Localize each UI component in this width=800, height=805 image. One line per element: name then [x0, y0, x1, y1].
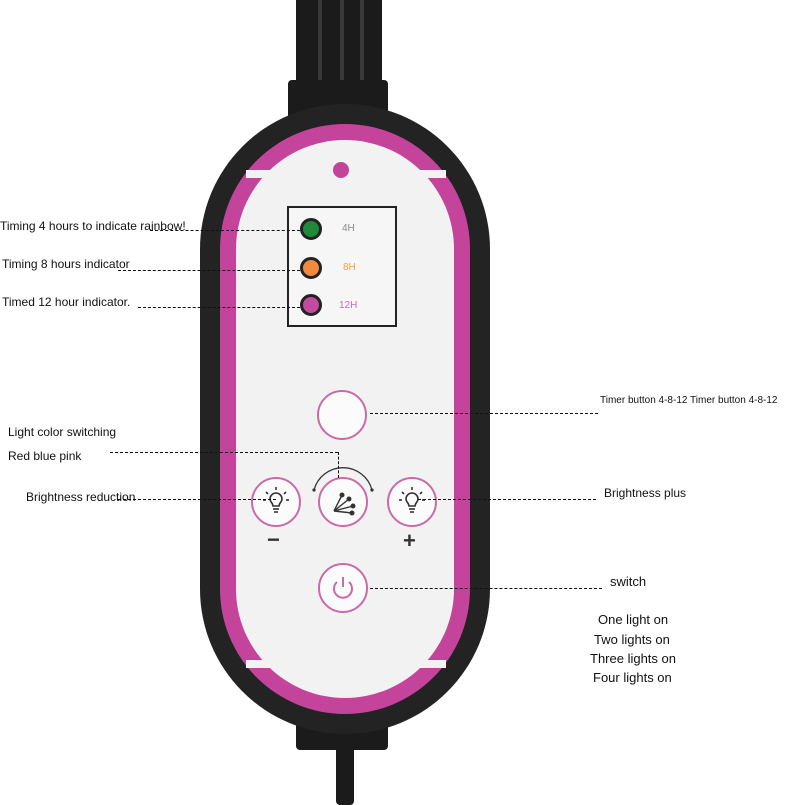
- status-dot: [333, 162, 349, 178]
- brightness-plus-button[interactable]: [387, 477, 437, 527]
- label-4h: 4H: [342, 223, 355, 234]
- switch-mode-3: Three lights on: [590, 651, 676, 666]
- leader-line: [370, 413, 598, 414]
- color-spectrum-icon: [333, 492, 356, 516]
- led-12h-indicator: [300, 294, 322, 316]
- annotation-switch: switch: [610, 574, 647, 589]
- power-icon: [333, 577, 353, 599]
- timer-button[interactable]: [317, 390, 367, 440]
- leader-line: [370, 588, 602, 589]
- led-8h-indicator: [300, 257, 322, 279]
- brightness-minus-button[interactable]: [251, 477, 301, 527]
- top-cable: [296, 0, 382, 90]
- switch-mode-4: Four lights on: [593, 670, 672, 685]
- leader-line: [110, 452, 338, 453]
- bulb-icon: [399, 487, 425, 513]
- switch-mode-1: One light on: [598, 612, 669, 627]
- minus-sign: −: [267, 527, 280, 552]
- switch-mode-2: Two lights on: [594, 632, 670, 647]
- label-8h: 8H: [343, 262, 356, 273]
- color-switch-button[interactable]: [318, 477, 368, 527]
- annotation-light-color-switching: Light color switching: [8, 425, 117, 439]
- leader-line: [150, 230, 300, 231]
- annotation-timing-4h: Timing 4 hours to indicate rainbow!: [0, 219, 186, 233]
- bulb-icon: [263, 487, 289, 513]
- leader-line: [138, 307, 300, 308]
- annotation-timer-button: Timer button 4-8-12 Timer button 4-8-12: [600, 395, 778, 406]
- color-switch-arc: [312, 467, 374, 492]
- bottom-cable: [336, 745, 354, 805]
- leader-line: [418, 499, 596, 500]
- annotation-brightness-plus: Brightness plus: [604, 486, 687, 500]
- leader-line: [338, 452, 339, 478]
- label-12h: 12H: [339, 300, 358, 311]
- top-cable-groove: [318, 0, 322, 88]
- top-cable-groove: [360, 0, 364, 88]
- top-cable-groove: [340, 0, 344, 88]
- annotation-timing-12h: Timed 12 hour indicator.: [2, 295, 131, 309]
- annotation-brightness-reduction: Brightness reduction: [26, 490, 136, 504]
- annotation-timing-8h: Timing 8 hours indicator: [2, 257, 130, 271]
- annotation-red-blue-pink: Red blue pink: [8, 449, 82, 463]
- leader-line: [118, 499, 276, 500]
- leader-line: [118, 270, 300, 271]
- led-4h-indicator: [300, 218, 322, 240]
- plus-sign: +: [403, 528, 416, 553]
- trim-notch: [246, 660, 446, 668]
- power-button[interactable]: [318, 563, 368, 613]
